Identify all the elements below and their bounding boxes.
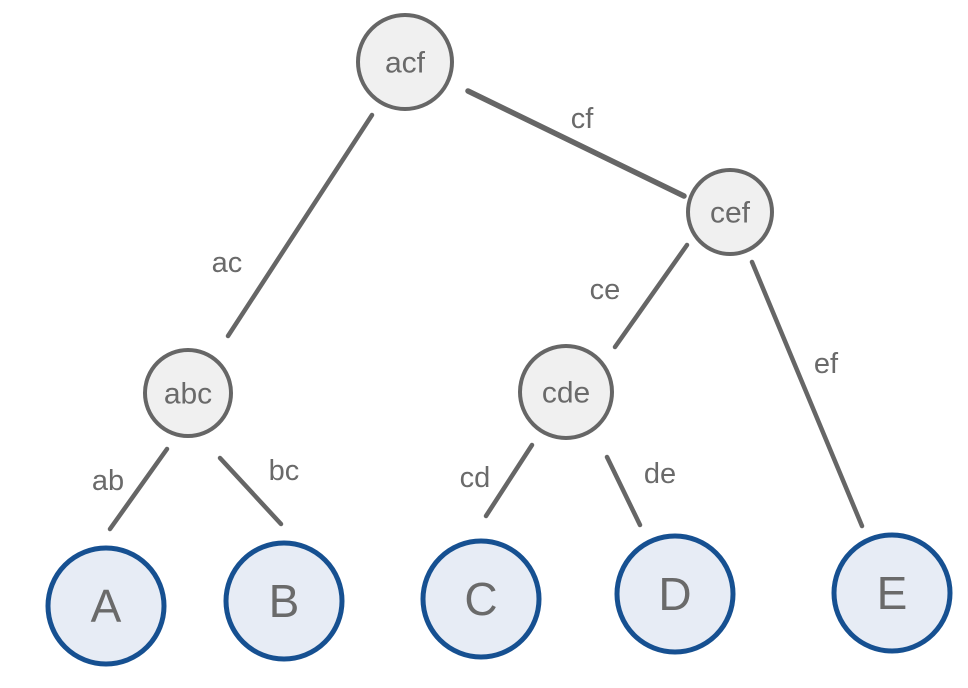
node-label-acf: acf: [385, 47, 426, 80]
node-label-D: D: [658, 568, 691, 620]
edge-label-ab: ab: [92, 465, 124, 497]
node-B: [223, 540, 345, 662]
node-label-C: C: [464, 573, 497, 625]
edge-label-ef: ef: [814, 348, 839, 380]
edge-acf-cef: [465, 88, 687, 199]
node-cef: [686, 168, 774, 256]
node-acf: [356, 13, 454, 111]
edge-abc-A: [107, 446, 170, 532]
edge-label-ce: ce: [590, 274, 621, 306]
node-C: [420, 538, 542, 660]
edge-label-bc: bc: [269, 455, 300, 487]
node-label-E: E: [877, 567, 908, 619]
edge-cde-C: [483, 442, 535, 519]
edge-acf-abc: [225, 112, 375, 339]
node-label-A: A: [91, 580, 122, 632]
edge-label-cf: cf: [571, 103, 595, 135]
node-abc: [143, 348, 233, 438]
edge-label-de: de: [644, 458, 676, 490]
node-label-cef: cef: [710, 197, 751, 230]
edge-label-cd: cd: [460, 462, 491, 494]
edge-cef-E: [749, 259, 865, 529]
edge-cef-cde: [612, 242, 690, 350]
node-E: [831, 532, 953, 654]
edge-label-ac: ac: [212, 247, 243, 279]
node-label-cde: cde: [542, 377, 590, 410]
node-A: [45, 545, 167, 667]
node-label-B: B: [269, 575, 300, 627]
node-label-abc: abc: [164, 378, 212, 411]
edge-abc-B: [217, 455, 284, 527]
node-D: [614, 533, 736, 655]
node-cde: [518, 344, 614, 440]
edge-cde-D: [604, 454, 643, 528]
